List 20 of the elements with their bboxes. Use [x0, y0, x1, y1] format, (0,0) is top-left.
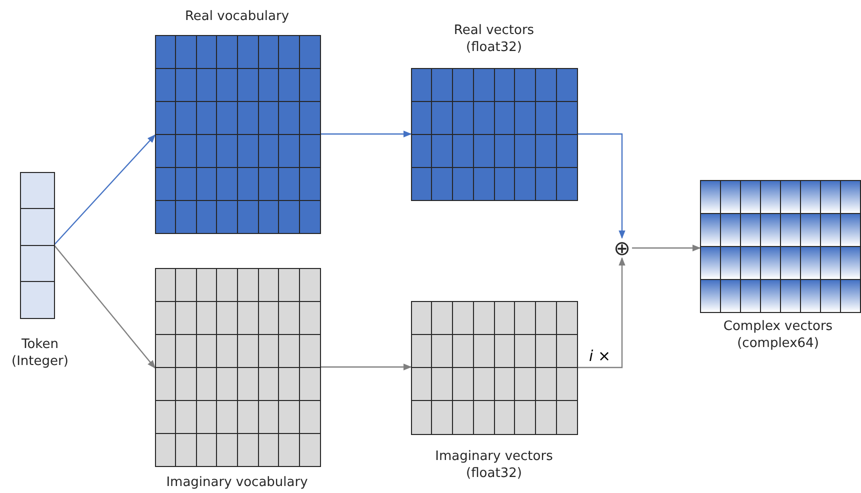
arrow: [577, 257, 626, 368]
caption-text: Token (Integer): [10, 337, 70, 371]
arrow: [577, 133, 626, 239]
matrix-grid: [155, 35, 320, 233]
token-column: [20, 172, 54, 318]
arrow: [54, 244, 156, 369]
caption-text: Imaginary vocabulary: [165, 475, 309, 492]
arrow: [320, 130, 412, 138]
matrix-grid: [411, 68, 577, 200]
caption-text: Imaginary vectors (float32): [434, 449, 554, 483]
matrix-grid: [700, 180, 860, 312]
matrix-grid: [155, 268, 320, 466]
arrow: [54, 134, 156, 246]
sum-symbol: ⊕: [612, 238, 632, 258]
caption-text: Complex vectors (complex64): [722, 319, 834, 353]
arrow: [632, 244, 701, 252]
matrix-grid: [411, 301, 577, 434]
caption-text: Real vectors (float32): [452, 23, 536, 57]
arrow: [320, 364, 412, 370]
caption-text: Real vocabulary: [184, 9, 290, 26]
